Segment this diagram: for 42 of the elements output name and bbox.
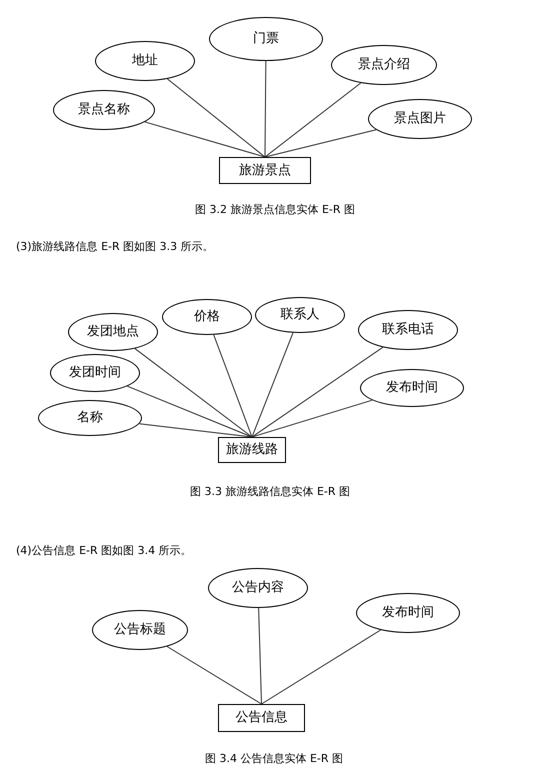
- entity-name: 旅游景点: [239, 162, 291, 180]
- figure-caption: 图 3.2 旅游景点信息实体 E-R 图: [195, 202, 356, 218]
- attribute-name: 发布时间: [386, 379, 438, 398]
- attribute-name: 景点名称: [78, 101, 130, 120]
- connector-line: [258, 608, 262, 704]
- connector-line: [252, 346, 384, 438]
- connector-line: [264, 129, 377, 158]
- connector-line: [252, 332, 294, 438]
- entity-box: [218, 704, 305, 732]
- connector-line: [166, 78, 266, 158]
- figure-caption: 图 3.3 旅游线路信息实体 E-R 图: [190, 484, 350, 500]
- attribute-name: 景点介绍: [358, 56, 410, 74]
- attribute-ellipse: [50, 354, 140, 392]
- connector-line: [126, 386, 252, 438]
- attribute-name: 联系人: [280, 306, 320, 324]
- paragraph: (3)旅游线路信息 E-R 图如图 3.3 所示。: [16, 239, 214, 255]
- attribute-name: 发团地点: [87, 323, 139, 342]
- connector-line: [166, 646, 262, 704]
- attribute-name: 价格: [194, 308, 220, 326]
- connector-line: [144, 121, 266, 158]
- connector-line: [138, 423, 252, 438]
- connector-line: [261, 630, 382, 704]
- connector-line: [213, 334, 252, 438]
- entity-box: [219, 157, 311, 184]
- attribute-name: 景点图片: [394, 110, 446, 128]
- connector-line: [134, 348, 252, 438]
- entity-name: 旅游线路: [226, 441, 278, 460]
- connector-line: [264, 82, 362, 158]
- attribute-name: 地址: [132, 52, 158, 70]
- entity-name: 公告信息: [236, 709, 288, 728]
- paragraph: (4)公告信息 E-R 图如图 3.4 所示。: [16, 543, 192, 559]
- figure-caption: 图 3.4 公告信息实体 E-R 图: [205, 751, 344, 767]
- attribute-name: 联系电话: [382, 321, 434, 340]
- attribute-name: 门票: [253, 30, 279, 48]
- entity-box: [218, 437, 286, 463]
- attribute-name: 公告标题: [114, 621, 166, 640]
- connector-line: [252, 400, 373, 438]
- attribute-name: 发布时间: [382, 604, 434, 622]
- attribute-name: 公告内容: [232, 579, 284, 598]
- connector-line: [264, 60, 266, 158]
- attribute-name: 发团时间: [69, 364, 121, 382]
- attribute-name: 名称: [77, 409, 103, 428]
